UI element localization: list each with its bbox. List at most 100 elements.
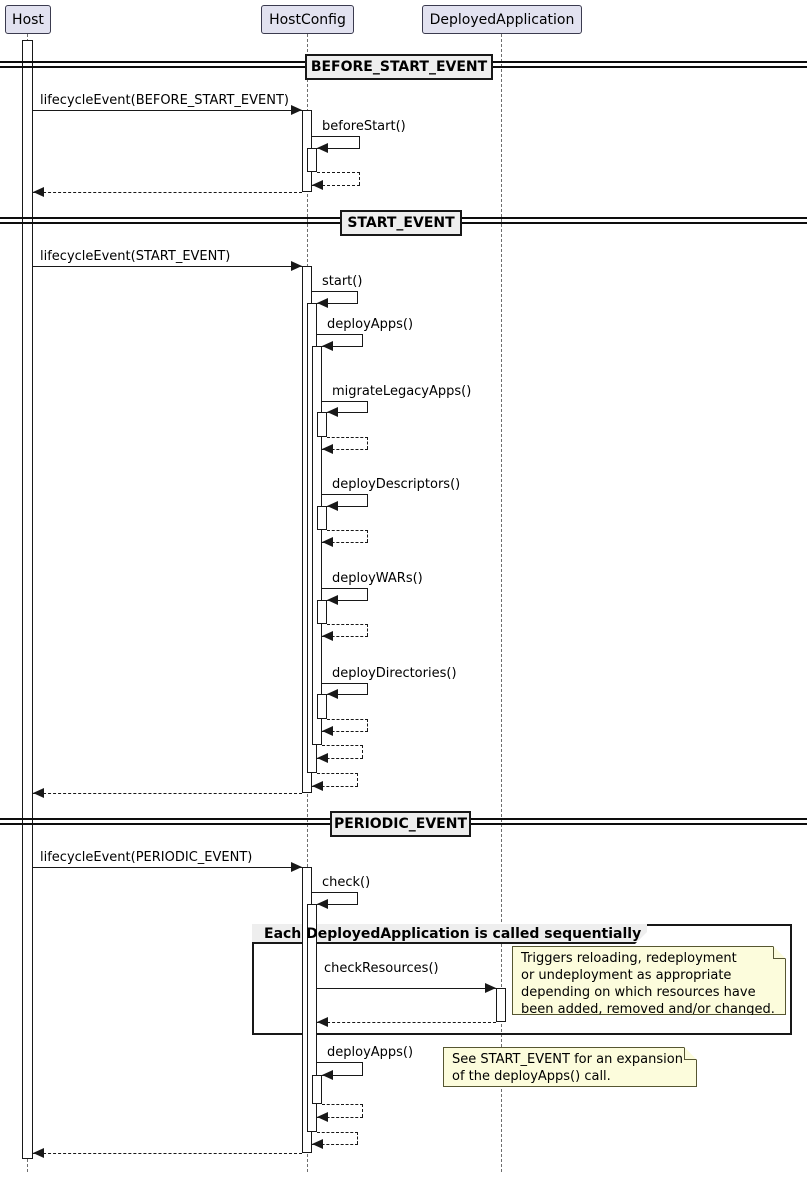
arrowhead-icon xyxy=(327,407,338,417)
message-line-check-resources xyxy=(317,988,496,989)
self-call-loop xyxy=(312,892,358,904)
activation-bar-nested xyxy=(317,506,327,530)
group-frame-header xyxy=(252,924,647,944)
arrowhead-icon xyxy=(485,983,496,993)
arrowhead-icon xyxy=(317,143,328,153)
self-call-loop xyxy=(322,683,368,694)
self-call-loop xyxy=(322,494,368,506)
message-label-lifecycle-before-start: lifecycleEvent(BEFORE_START_EVENT) xyxy=(40,93,289,108)
divider-start-label: START_EVENT xyxy=(347,215,455,231)
message-label-deploy-descriptors: deployDescriptors() xyxy=(332,477,461,492)
self-call-return-line xyxy=(317,303,358,304)
arrowhead-icon xyxy=(317,298,328,308)
self-call-return-line xyxy=(322,346,363,347)
message-label-start: start() xyxy=(322,274,363,289)
message-label-lifecycle-periodic: lifecycleEvent(PERIODIC_EVENT) xyxy=(40,850,253,865)
self-call-return-line xyxy=(327,506,368,507)
self-return-line xyxy=(317,758,363,759)
self-call-return-line xyxy=(327,412,368,413)
self-return-line xyxy=(322,449,368,450)
message-label-deploy-apps-periodic: deployApps() xyxy=(327,1045,414,1060)
self-call-return-line xyxy=(327,694,368,695)
activation-bar-deployedapplication xyxy=(496,988,506,1022)
self-call-loop xyxy=(312,291,358,303)
return-line-to-host xyxy=(33,793,302,794)
arrowhead-icon xyxy=(322,1070,333,1080)
self-return-loop xyxy=(322,1104,363,1117)
note-check-resources: Triggers reloading, redeployment or unde… xyxy=(512,946,786,1015)
note-deploy-apps: See START_EVENT for an expansion of the … xyxy=(443,1047,697,1087)
arrowhead-icon xyxy=(317,899,328,909)
return-line-to-host xyxy=(33,1153,302,1154)
arrowhead-icon xyxy=(317,1112,328,1122)
self-return-loop xyxy=(327,437,368,449)
arrowhead-icon xyxy=(33,788,44,798)
return-line-to-host xyxy=(33,192,302,193)
self-call-loop xyxy=(322,401,368,412)
message-line-lifecycle-start xyxy=(33,266,302,267)
return-line-check-resources xyxy=(317,1022,496,1023)
self-return-loop xyxy=(327,530,368,542)
message-label-lifecycle-start: lifecycleEvent(START_EVENT) xyxy=(40,249,231,264)
arrowhead-icon xyxy=(312,1139,323,1149)
divider-start-event: START_EVENT xyxy=(340,210,462,236)
participant-host: Host xyxy=(5,5,51,34)
participant-hostconfig: HostConfig xyxy=(261,5,354,34)
activation-bar-nested xyxy=(317,600,327,624)
self-return-line xyxy=(322,731,368,732)
arrowhead-icon xyxy=(312,781,323,791)
message-label-migrate-legacy-apps: migrateLegacyApps() xyxy=(332,384,472,399)
self-return-line xyxy=(322,542,368,543)
activation-bar-nested xyxy=(307,148,317,172)
activation-bar-host xyxy=(22,40,33,1159)
self-return-line xyxy=(312,786,358,787)
message-label-check: check() xyxy=(322,875,371,890)
participant-hostconfig-label: HostConfig xyxy=(269,11,346,28)
divider-periodic-label: PERIODIC_EVENT xyxy=(333,816,468,832)
self-return-line xyxy=(322,636,368,637)
arrowhead-icon xyxy=(322,537,333,547)
arrowhead-icon xyxy=(291,105,302,115)
divider-before-start-event: BEFORE_START_EVENT xyxy=(305,54,493,80)
self-call-loop xyxy=(317,334,363,346)
message-label-deploy-wars: deployWARs() xyxy=(332,571,423,586)
lifeline-deployedapplication xyxy=(501,34,502,1172)
message-label-deploy-directories: deployDirectories() xyxy=(332,666,457,681)
self-return-line xyxy=(312,1144,358,1145)
arrowhead-icon xyxy=(33,187,44,197)
arrowhead-icon xyxy=(322,726,333,736)
participant-deployedapplication-label: DeployedApplication xyxy=(429,11,575,28)
participant-deployedapplication: DeployedApplication xyxy=(422,5,582,34)
arrowhead-icon xyxy=(291,862,302,872)
self-call-return-line xyxy=(317,904,358,905)
arrowhead-icon xyxy=(322,341,333,351)
self-return-loop xyxy=(317,172,360,185)
arrowhead-icon xyxy=(327,595,338,605)
self-call-return-line xyxy=(327,600,368,601)
arrowhead-icon xyxy=(327,689,338,699)
self-return-loop xyxy=(317,773,358,786)
activation-bar-nested xyxy=(307,904,317,1132)
activation-bar-nested xyxy=(317,412,327,437)
arrowhead-icon xyxy=(291,261,302,271)
self-return-loop xyxy=(327,624,368,636)
activation-bar-nested xyxy=(312,1075,322,1104)
arrowhead-icon xyxy=(327,501,338,511)
self-call-loop xyxy=(312,136,360,148)
self-call-loop xyxy=(322,588,368,600)
message-label-check-resources: checkResources() xyxy=(324,961,439,976)
arrowhead-icon xyxy=(317,1017,328,1027)
activation-bar-nested xyxy=(317,694,327,719)
arrowhead-icon xyxy=(322,631,333,641)
self-return-line xyxy=(317,1117,363,1118)
self-call-return-line xyxy=(317,148,360,149)
arrowhead-icon xyxy=(33,1148,44,1158)
message-line-lifecycle-periodic xyxy=(33,867,302,868)
divider-periodic-event: PERIODIC_EVENT xyxy=(330,811,471,837)
self-return-line xyxy=(312,185,360,186)
activation-bar-nested xyxy=(312,346,322,745)
self-return-loop xyxy=(317,1132,358,1144)
arrowhead-icon xyxy=(317,753,328,763)
divider-before-start-label: BEFORE_START_EVENT xyxy=(310,59,488,75)
